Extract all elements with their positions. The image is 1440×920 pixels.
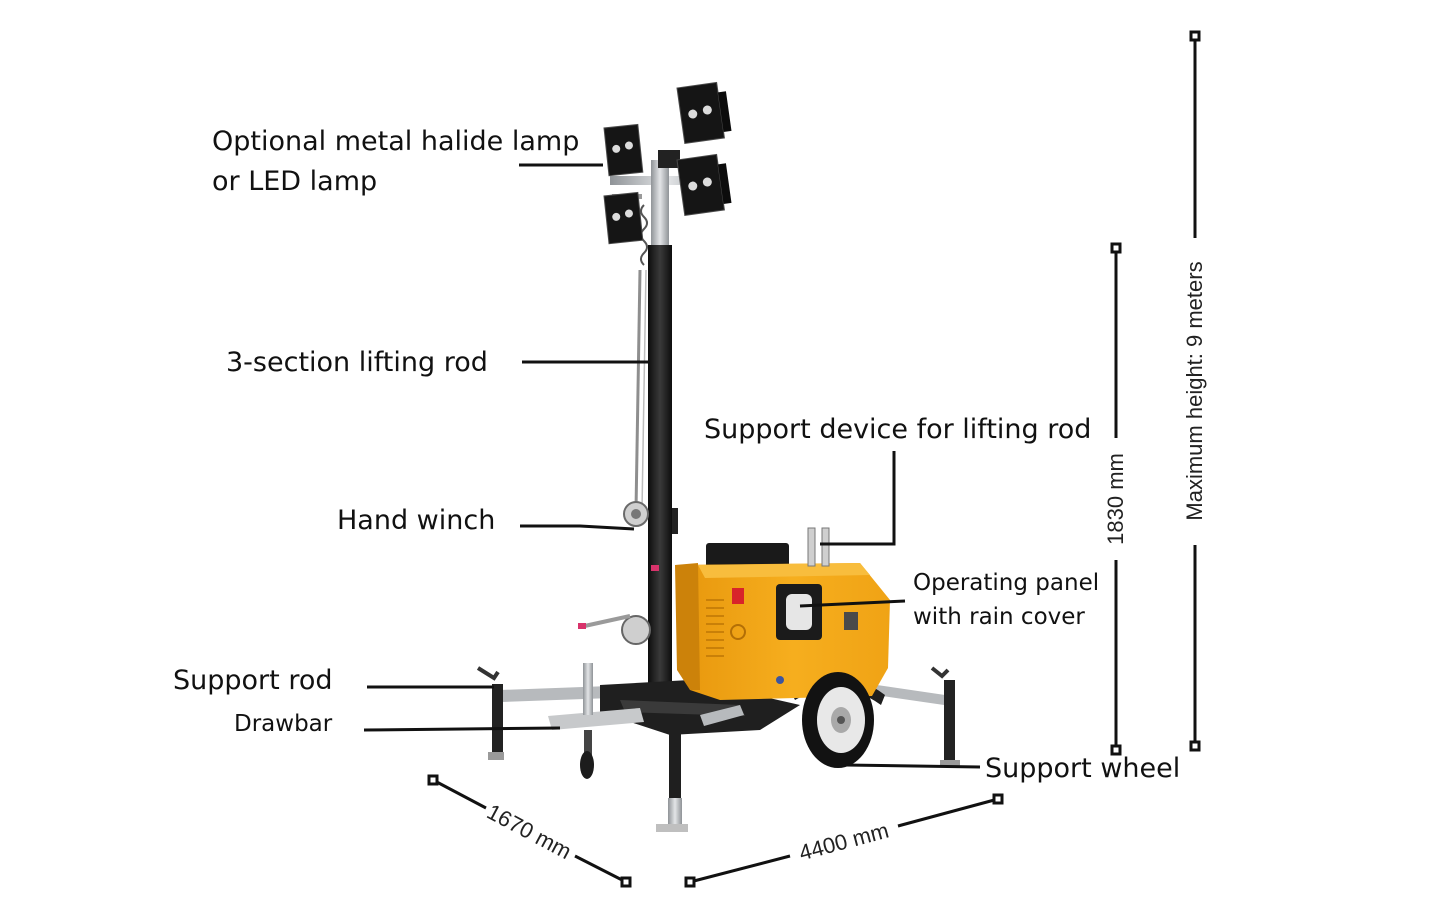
- leader-lines: [363, 163, 981, 769]
- dim-line-length: [689, 854, 791, 884]
- label-support-wheel: Support wheel: [985, 753, 1181, 784]
- label-support-rod: Support rod: [173, 665, 333, 696]
- leader-hand-winch: [520, 524, 635, 531]
- label-lamp-line2: or LED lamp: [212, 166, 378, 197]
- label-lifting-rod: 3-section lifting rod: [226, 347, 488, 378]
- lamp-heads: [603, 81, 732, 245]
- label-hand-winch: Hand winch: [337, 505, 496, 536]
- leader-support-device: [820, 451, 896, 546]
- dimension-lines: [427, 30, 1201, 888]
- label-drawbar: Drawbar: [234, 711, 333, 737]
- label-lamp-line1: Optional metal halide lamp: [212, 126, 580, 157]
- leader-operating-panel: [799, 599, 906, 608]
- label-support-device: Support device for lifting rod: [704, 414, 1092, 445]
- generator-body: [578, 527, 890, 700]
- dim-body-height: 1830 mm: [1103, 453, 1128, 545]
- label-lamp: Optional metal halide lamp or LED lamp: [212, 122, 579, 202]
- label-operating-panel: Operating panel with rain cover: [913, 566, 1099, 634]
- leader-drawbar: [363, 726, 561, 732]
- leader-support-wheel: [844, 763, 981, 769]
- dim-max-height: Maximum height: 9 meters: [1182, 261, 1207, 521]
- hand-winch: [623, 501, 678, 571]
- dim-line-width: [432, 778, 487, 810]
- support-wheel-graphic: [802, 672, 874, 768]
- mast: [610, 150, 725, 685]
- label-operating-panel-line1: Operating panel: [913, 570, 1100, 596]
- label-operating-panel-line2: with rain cover: [913, 604, 1085, 630]
